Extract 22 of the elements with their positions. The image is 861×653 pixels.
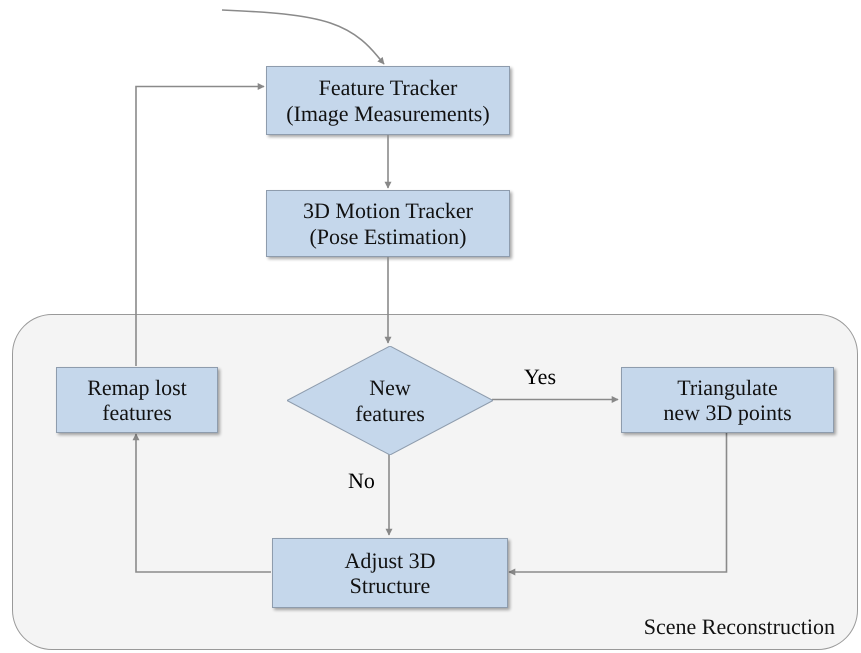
decision-diamond: [287, 346, 493, 455]
process-box: [266, 190, 510, 257]
decision-text: New features: [354, 375, 426, 426]
process-text: Triangulate new 3D points: [662, 374, 793, 426]
arrow: [132, 433, 271, 573]
process-box: [56, 367, 218, 433]
process-text: Adjust 3D Structure: [343, 548, 437, 598]
arrow: [384, 257, 392, 344]
arrow: [508, 432, 728, 576]
process-text: 3D Motion Tracker (Pose Estimation): [302, 198, 474, 249]
arrow: [386, 454, 392, 536]
arrow: [384, 135, 392, 189]
arrow: [492, 396, 619, 403]
group-panel: [12, 314, 858, 650]
group-title: Scene Reconstruction: [644, 614, 835, 639]
arrow: [222, 9, 385, 65]
process-box: [272, 538, 508, 608]
arrow: [135, 83, 265, 366]
process-box: [266, 66, 510, 135]
process-box: [621, 367, 834, 433]
process-text: Remap lost features: [86, 374, 188, 426]
process-text: Feature Tracker (Image Measurements): [285, 75, 491, 126]
